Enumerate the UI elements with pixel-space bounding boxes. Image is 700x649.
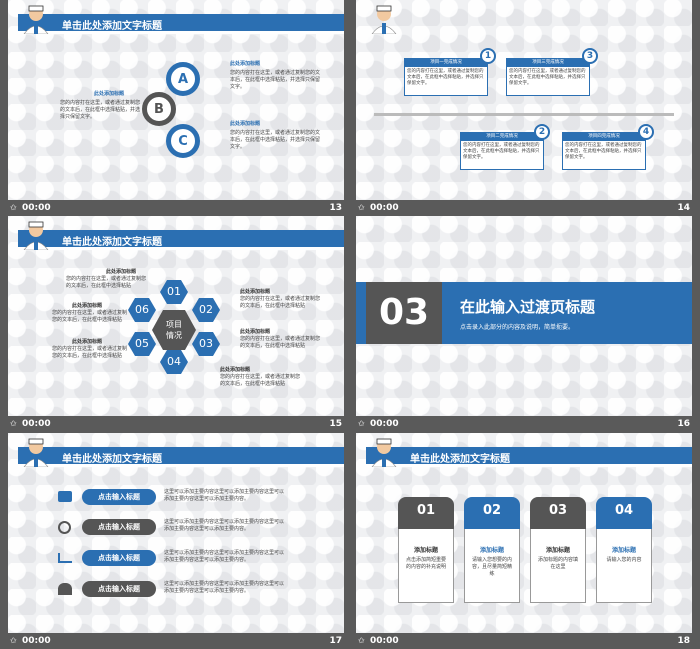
slide-17[interactable]: 单击此处添加文字标题 点击输入标题 这里可以添加主要内容这里可以添加主要内容这里… (8, 433, 344, 633)
circle-b: B (142, 92, 176, 126)
box-1: 项目一完成情况您的内容打在这里，或者通过复制您的文本后，在此框中选择粘贴，并选择… (404, 58, 488, 96)
slide-16[interactable]: 03 在此输入过渡页标题 点击录入此部分的内容及说明，简单扼要。 (356, 216, 692, 416)
clock-icon (58, 521, 71, 534)
section-subtitle: 点击录入此部分的内容及说明，简单扼要。 (460, 324, 575, 331)
pill-4[interactable]: 点击输入标题 (82, 581, 156, 597)
badge-3: 3 (582, 48, 598, 64)
section-title: 在此输入过渡页标题 (460, 298, 596, 316)
badge-2: 2 (534, 124, 550, 140)
slide-header: 单击此处添加文字标题 (18, 230, 344, 250)
box-3: 项目三完成情况您的内容打在这里，或者通过复制您的文本后，在此框中选择粘贴，并选择… (506, 58, 590, 96)
hex-03: 03 (192, 332, 220, 356)
briefcase-icon (58, 491, 72, 502)
timeline (374, 113, 674, 116)
body-b: 您的内容打在这里，或者通过复制您的文本后，在此框中选择粘贴，并选择只保留文字。 (60, 100, 141, 120)
title-a: 此处添加标题 (230, 61, 261, 67)
body-a: 您的内容打在这里，或者通过复制您的文本后，在此框中选择粘贴，并选择只保留文字。 (230, 70, 321, 90)
slide-18[interactable]: 单击此处添加文字标题 01 添加标题 点击添加简短重要的内容的补充说明 02 添… (356, 433, 692, 633)
pill-1[interactable]: 点击输入标题 (82, 489, 156, 505)
title-b: 此处添加标题 (94, 91, 125, 97)
card-tab-2: 02 (464, 497, 520, 529)
badge-1: 1 (480, 48, 496, 64)
slide-header: 单击此处添加文字标题 (18, 447, 344, 467)
hex-06: 06 (128, 298, 156, 322)
hex-center: 项目情况 (152, 310, 196, 350)
slide-15[interactable]: 单击此处添加文字标题 01 02 03 04 05 06 项目情况 此处添加标题… (8, 216, 344, 416)
doctor-icon (371, 438, 397, 467)
hex-04: 04 (160, 350, 188, 374)
slide-header: 单击此处添加文字标题 (366, 447, 692, 467)
box-2: 项目二完成情况您的内容打在这里，或者通过复制您的文本后，在此框中选择粘贴，并选择… (460, 132, 544, 170)
title-c: 此处添加标题 (230, 121, 261, 127)
group-icon (58, 583, 72, 595)
card-tab-1: 01 (398, 497, 454, 529)
circle-c: C (166, 124, 200, 158)
doctor-icon (23, 5, 49, 34)
chart-up-icon (58, 553, 72, 563)
hex-02: 02 (192, 298, 220, 322)
badge-4: 4 (638, 124, 654, 140)
pill-2[interactable]: 点击输入标题 (82, 519, 156, 535)
pill-3[interactable]: 点击输入标题 (82, 550, 156, 566)
section-number-box: 03 (366, 282, 442, 344)
slide-14[interactable]: 项目一完成情况您的内容打在这里，或者通过复制您的文本后，在此框中选择粘贴，并选择… (356, 0, 692, 200)
circle-a: A (166, 62, 200, 96)
card-tab-4: 04 (596, 497, 652, 529)
body-c: 您的内容打在这里，或者通过复制您的文本后，在此框中选择粘贴，并选择只保留文字。 (230, 130, 321, 150)
hex-01: 01 (160, 280, 188, 304)
slide-13[interactable]: 单击此处添加文字标题 A B C 此处添加标题 您的内容打在这里，或者通过复制您… (8, 0, 344, 200)
box-4: 项目四完成情况您的内容打在这里，或者通过复制您的文本后，在此框中选择粘贴，并选择… (562, 132, 646, 170)
slide-header: 单击此处添加文字标题 (18, 14, 344, 34)
header-title: 单击此处添加文字标题 (62, 21, 162, 32)
card-tab-3: 03 (530, 497, 586, 529)
doctor-icon (371, 5, 397, 34)
hex-05: 05 (128, 332, 156, 356)
doctor-icon (23, 438, 49, 467)
doctor-icon (23, 221, 49, 250)
